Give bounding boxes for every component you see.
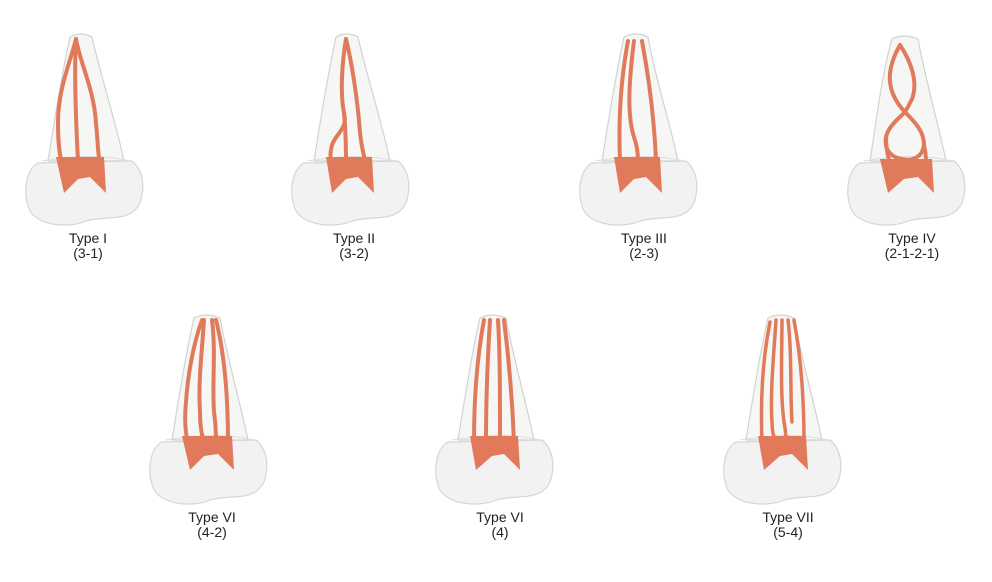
type-title: Type I (8, 231, 168, 246)
tooth-illustration (564, 33, 724, 253)
type-code: (3-2) (274, 246, 434, 261)
tooth-figure-type-vii: Type VII (5-4) (708, 312, 868, 582)
tooth-illustration (832, 33, 992, 253)
tooth-figure-type-ii: Type II (3-2) (274, 33, 434, 303)
type-code: (4-2) (132, 525, 292, 540)
type-code: (2-1-2-1) (832, 246, 992, 261)
type-code: (3-1) (8, 246, 168, 261)
type-title: Type II (274, 231, 434, 246)
tooth-figure-type-i: Type I (3-1) (8, 33, 168, 303)
type-title: Type VI (132, 510, 292, 525)
type-title: Type VII (708, 510, 868, 525)
tooth-illustration (274, 33, 434, 253)
type-code: (4) (420, 525, 580, 540)
tooth-illustration (132, 312, 292, 532)
type-code: (2-3) (564, 246, 724, 261)
type-code: (5-4) (708, 525, 868, 540)
tooth-figure-type-iii: Type III (2-3) (564, 33, 724, 303)
tooth-illustration (8, 33, 168, 253)
tooth-illustration (420, 312, 580, 532)
tooth-figure-type-iv: Type IV (2-1-2-1) (832, 33, 992, 303)
type-title: Type VI (420, 510, 580, 525)
tooth-figure-type-vi-4-2: Type VI (4-2) (132, 312, 292, 582)
type-title: Type IV (832, 231, 992, 246)
tooth-illustration (708, 312, 868, 532)
type-title: Type III (564, 231, 724, 246)
tooth-figure-type-vi-4: Type VI (4) (420, 312, 580, 582)
